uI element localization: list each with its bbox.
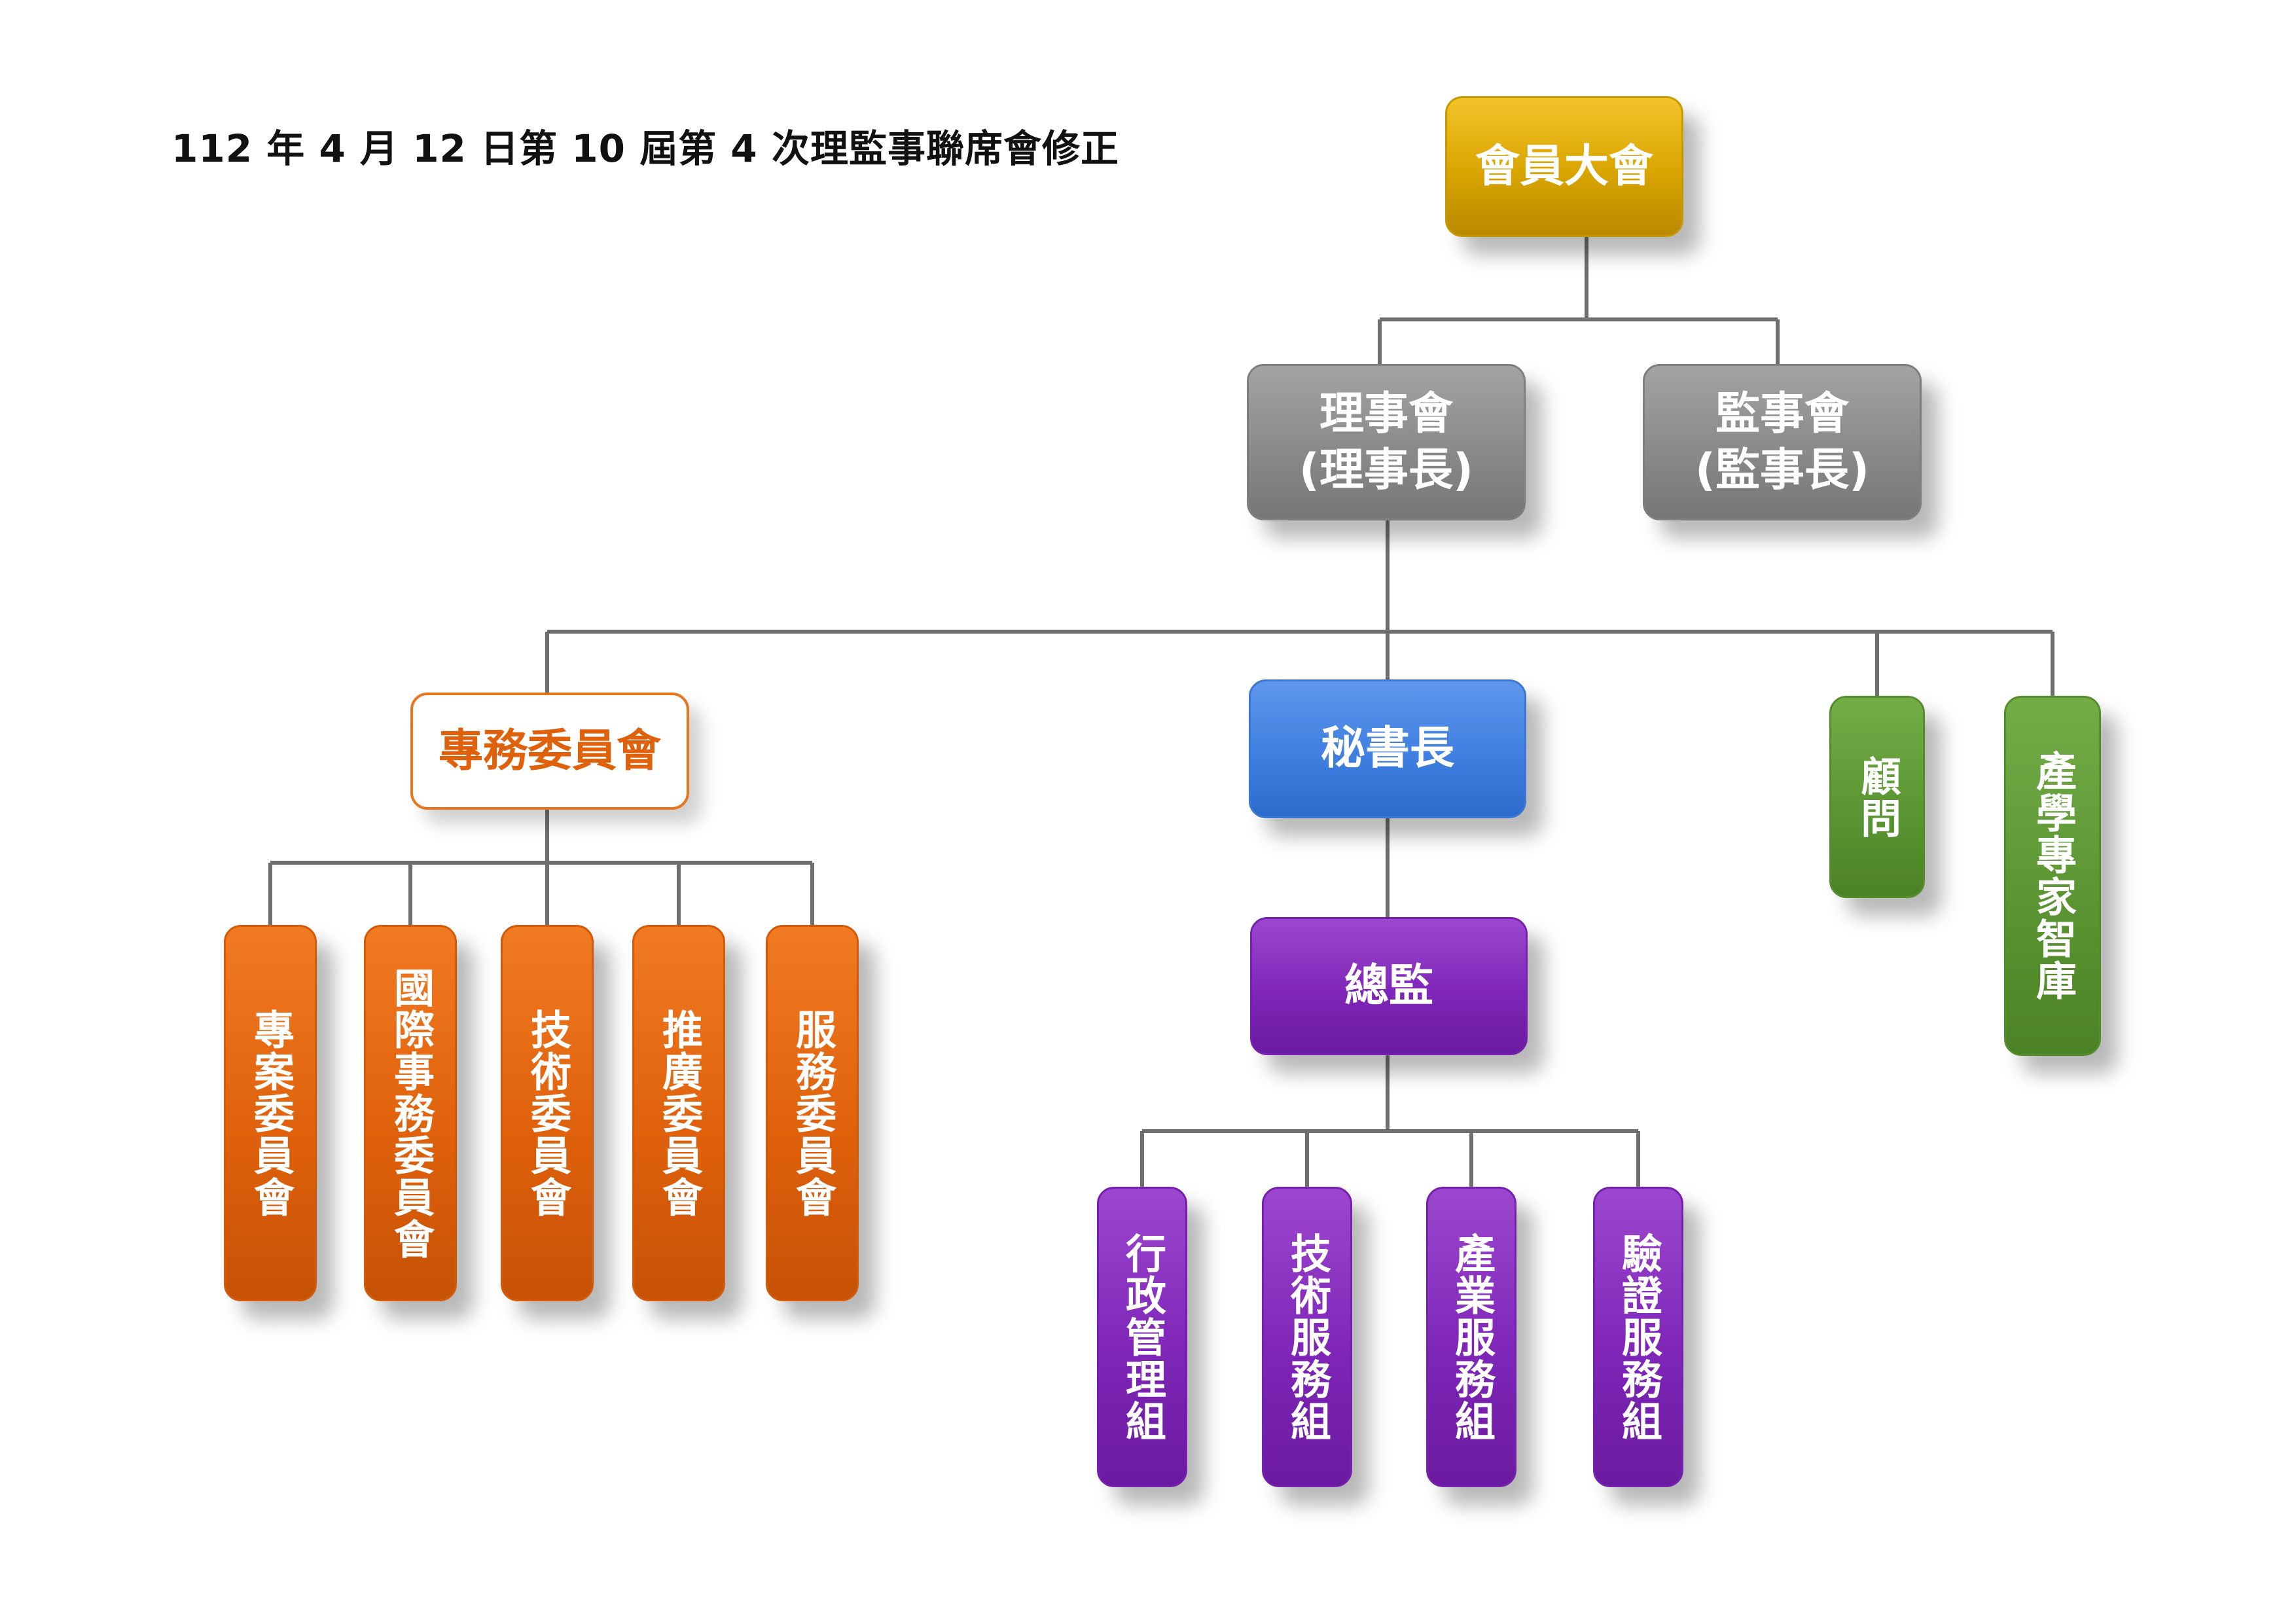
node-committee-promotion: 推廣委員會 xyxy=(632,925,725,1301)
node-label: 會員大會 xyxy=(1475,140,1653,192)
node-label: 產學專家智庫 xyxy=(2029,750,2077,1001)
revision-caption: 112 年 4 月 12 日第 10 屆第 4 次理監事聯席會修正 xyxy=(171,126,1119,171)
node-label: 技術服務組 xyxy=(1283,1232,1331,1442)
node-label: 總監 xyxy=(1344,960,1433,1012)
node-general-assembly: 會員大會 xyxy=(1445,96,1683,237)
node-group-verification-service: 驗證服務組 xyxy=(1593,1187,1683,1487)
node-group-industry-service: 產業服務組 xyxy=(1426,1187,1516,1487)
node-sublabel: (理事長) xyxy=(1299,444,1474,496)
node-director-general: 總監 xyxy=(1250,917,1528,1055)
node-sublabel: (監事長) xyxy=(1695,444,1870,496)
node-committees: 專務委員會 xyxy=(410,693,689,810)
node-group-administration: 行政管理組 xyxy=(1097,1187,1187,1487)
node-board-of-directors: 理事會 (理事長) xyxy=(1247,364,1526,520)
node-label: 專務委員會 xyxy=(438,725,661,777)
node-board-of-supervisors: 監事會 (監事長) xyxy=(1643,364,1922,520)
node-label: 驗證服務組 xyxy=(1615,1232,1662,1442)
node-group-technical-service: 技術服務組 xyxy=(1262,1187,1352,1487)
node-label: 行政管理組 xyxy=(1119,1232,1166,1442)
node-committee-technical: 技術委員會 xyxy=(501,925,594,1301)
node-label: 理事會 xyxy=(1319,388,1453,440)
node-label: 監事會 xyxy=(1715,388,1849,440)
node-advisor: 顧問 xyxy=(1829,696,1925,898)
node-label: 專案委員會 xyxy=(247,1008,295,1218)
node-committee-project: 專案委員會 xyxy=(224,925,317,1301)
node-label: 秘書長 xyxy=(1320,723,1454,774)
node-label: 推廣委員會 xyxy=(655,1008,703,1218)
node-label: 技術委員會 xyxy=(524,1008,571,1218)
node-label: 國際事務委員會 xyxy=(387,966,435,1260)
node-secretary-general: 秘書長 xyxy=(1249,679,1526,818)
node-think-tank: 產學專家智庫 xyxy=(2004,696,2101,1056)
node-committee-service: 服務委員會 xyxy=(766,925,859,1301)
node-label: 產業服務組 xyxy=(1448,1232,1496,1442)
node-label: 顧問 xyxy=(1854,755,1901,839)
node-label: 服務委員會 xyxy=(789,1008,836,1218)
node-committee-international: 國際事務委員會 xyxy=(364,925,457,1301)
